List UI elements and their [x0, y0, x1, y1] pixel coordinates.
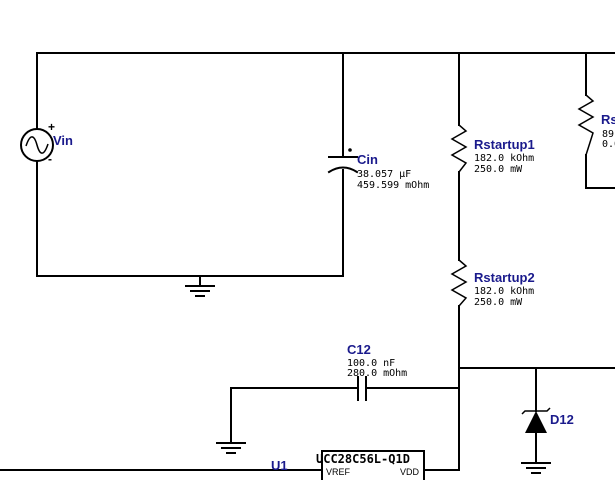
resistor-icon [450, 124, 468, 173]
rstartup1-value: 182.0 kOhm [474, 153, 534, 164]
u1-part-number: UCC28C56L-Q1D [316, 452, 410, 466]
c12-value: 100.0 nF [347, 358, 395, 369]
resistor-icon [450, 259, 468, 307]
u1-pin-vdd: VDD [400, 467, 420, 477]
rs-resistor[interactable]: Rs 89 0.0 [577, 94, 615, 156]
rstartup1-power: 250.0 mW [474, 164, 523, 175]
u1-controller-ic[interactable]: U1 UCC28C56L-Q1D VREF VDD [271, 450, 425, 480]
rs-value: 89 [602, 129, 614, 140]
rstartup2-power: 250.0 mW [474, 297, 523, 308]
c12-esr: 280.0 mOhm [347, 368, 407, 379]
rstartup2-value: 182.0 kOhm [474, 286, 534, 297]
diode-triangle-icon [525, 411, 547, 433]
wires [0, 52, 615, 471]
capacitor-curved-plate-icon [327, 166, 359, 174]
rstartup1-label: Rstartup1 [474, 137, 535, 152]
vin-plus-sign: + [48, 120, 55, 134]
ground-symbol-d12 [521, 462, 551, 474]
rstartup1-resistor[interactable]: Rstartup1 182.0 kOhm 250.0 mW [450, 124, 535, 175]
cin-esr: 459.599 mOhm [357, 180, 429, 191]
vin-label: Vin [53, 133, 73, 148]
cin-capacitor[interactable]: Cin 38.057 µF 459.599 mOhm [327, 148, 429, 191]
c12-label: C12 [347, 342, 371, 357]
d12-label: D12 [550, 412, 574, 427]
ac-source-icon [20, 128, 54, 162]
rs-power: 0.0 [602, 139, 615, 150]
polarity-dot-icon [348, 148, 352, 152]
zener-bar-icon [521, 407, 551, 415]
ground-symbol-cin [185, 285, 215, 297]
rstartup2-resistor[interactable]: Rstartup2 182.0 kOhm 250.0 mW [450, 259, 535, 308]
vin-minus-sign: - [48, 152, 52, 166]
resistor-icon [577, 94, 595, 156]
ground-symbol-c12 [216, 442, 246, 454]
rs-label: Rs [601, 112, 615, 127]
rstartup2-label: Rstartup2 [474, 270, 535, 285]
vin-source[interactable]: + - Vin [20, 120, 73, 166]
u1-label: U1 [271, 458, 288, 473]
u1-pin-vref: VREF [326, 467, 351, 477]
cin-label: Cin [357, 152, 378, 167]
ic-body [321, 450, 425, 480]
cin-value: 38.057 µF [357, 169, 411, 180]
c12-capacitor[interactable]: C12 100.0 nF 280.0 mOhm [347, 342, 407, 401]
d12-zener-diode[interactable]: D12 [521, 407, 574, 433]
